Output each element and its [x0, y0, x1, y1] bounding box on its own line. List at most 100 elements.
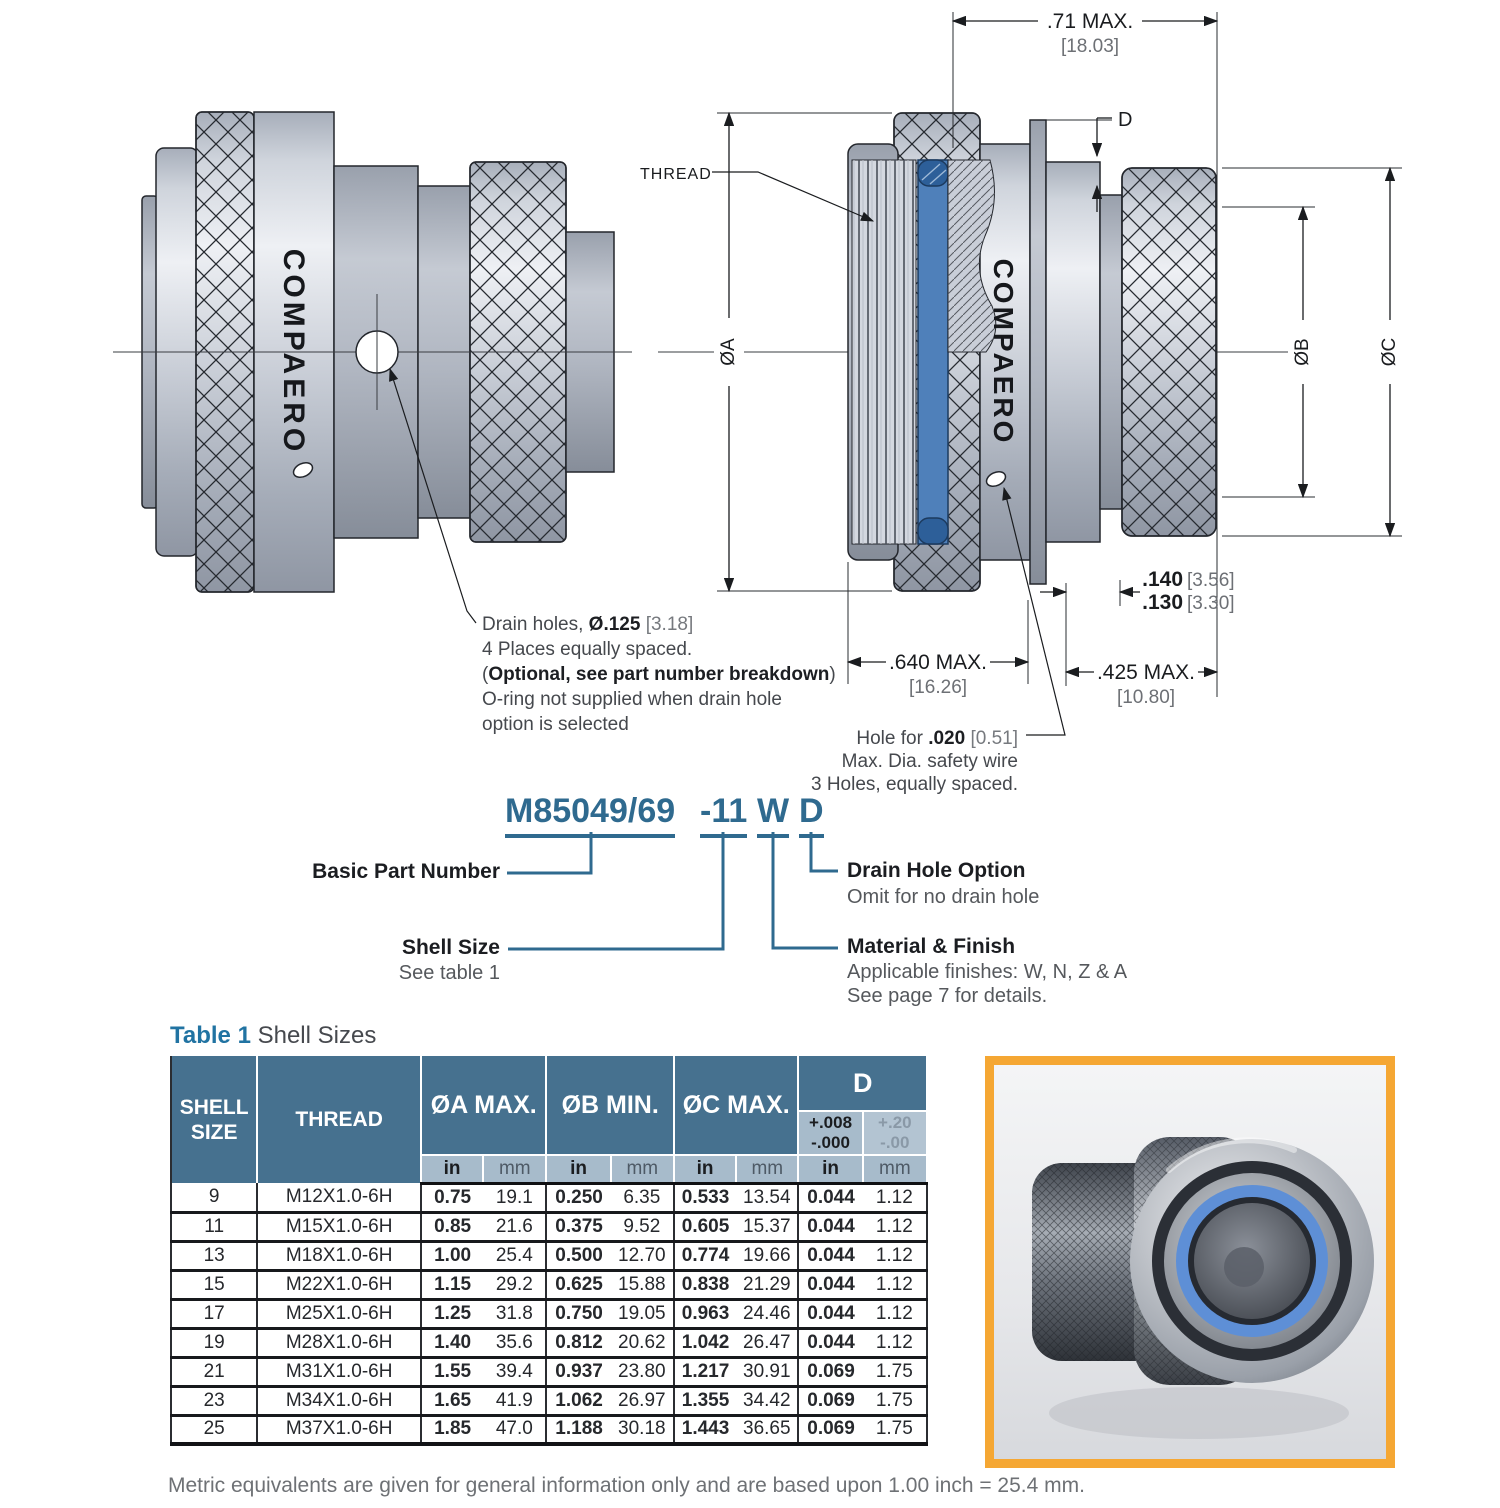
- safety-wire-note: Hole for .020 [0.51] Max. Dia. safety wi…: [718, 727, 1018, 796]
- cell-d-in: 0.044: [797, 1210, 863, 1241]
- drain-note-line2: 4 Places equally spaced.: [482, 639, 693, 660]
- drain-note-line3: (Optional, see part number breakdown): [482, 662, 842, 687]
- drain-option-label: Drain Hole Option: [847, 859, 1026, 882]
- col-header-d: D: [798, 1056, 928, 1111]
- cell-b-in: 1.188: [545, 1413, 611, 1444]
- cell-shell: 25: [171, 1413, 258, 1444]
- basic-part-number-label: Basic Part Number: [312, 860, 500, 883]
- unit-header-mm: mm: [483, 1154, 548, 1185]
- cell-c-mm: 13.54: [736, 1183, 799, 1212]
- cell-c-mm: 19.66: [736, 1239, 799, 1270]
- thread-label: THREAD: [640, 166, 712, 183]
- cell-a-mm: 39.4: [483, 1355, 547, 1386]
- dim-front-mm: [16.26]: [909, 677, 967, 698]
- breakdown-lines: [507, 832, 838, 951]
- cell-a-in: 1.00: [419, 1239, 484, 1270]
- tol-in-plus: +.008: [809, 1113, 853, 1132]
- cell-d-in: 0.044: [797, 1297, 863, 1328]
- drain-note-line1: Drain holes, Ø.125 [3.18]: [482, 612, 842, 637]
- cell-a-mm: 25.4: [483, 1239, 547, 1270]
- cell-c-mm: 30.91: [736, 1355, 799, 1386]
- d-label: D: [1118, 109, 1132, 131]
- cell-c-mm: 15.37: [736, 1210, 799, 1241]
- safety-wire-hole: [985, 470, 1007, 488]
- cell-c-in: 0.774: [672, 1239, 737, 1270]
- tol-mm-minus: -.00: [880, 1133, 910, 1152]
- cell-thread: M25X1.0-6H: [256, 1297, 421, 1328]
- tol-in-minus: -.000: [811, 1133, 850, 1152]
- wire-note-dia: .020: [928, 728, 966, 749]
- paren-close: ): [829, 664, 836, 685]
- cell-b-mm: 30.18: [610, 1413, 674, 1444]
- product-photo: [985, 1056, 1395, 1468]
- d-tolerance-in: +.008-.000: [798, 1110, 864, 1155]
- cell-d-in: 0.044: [797, 1268, 863, 1299]
- tol-mm-plus: +.20: [878, 1113, 912, 1132]
- shell-size-label: Shell Size: [401, 936, 500, 959]
- cell-d-mm: 1.75: [862, 1384, 927, 1415]
- cell-c-in: 0.963: [672, 1297, 737, 1328]
- material-finish-label: Material & Finish: [847, 935, 1016, 958]
- cell-shell: 15: [171, 1268, 258, 1299]
- dim-step-lo-mm: [3.30]: [1187, 593, 1235, 614]
- dia-c-label: ØC: [1379, 338, 1400, 367]
- cell-b-in: 1.062: [545, 1384, 611, 1415]
- shell-size-sub: See table 1: [398, 962, 500, 984]
- cell-a-mm: 19.1: [483, 1183, 547, 1212]
- cell-b-mm: 26.97: [610, 1384, 674, 1415]
- cell-b-in: 0.625: [545, 1268, 611, 1299]
- drain-note: Drain holes, Ø.125 [3.18] 4 Places equal…: [482, 612, 842, 737]
- material-finish-sub1: Applicable finishes: W, N, Z & A: [847, 961, 1128, 983]
- cell-a-mm: 47.0: [483, 1413, 547, 1444]
- unit-header-in: in: [546, 1154, 612, 1185]
- cell-shell: 9: [171, 1183, 258, 1212]
- drain-note-optional: Optional, see part number breakdown: [488, 664, 830, 685]
- cell-a-in: 1.25: [419, 1297, 484, 1328]
- o-ring: [1176, 1185, 1328, 1337]
- dimension-labels: .71 MAX. [18.03] ØA ØB ØC D THREAD .640 …: [640, 10, 1400, 708]
- o-ring-cap-bottom: [917, 517, 949, 545]
- cell-a-in: 0.85: [419, 1210, 484, 1241]
- cell-a-mm: 35.6: [483, 1326, 547, 1357]
- cell-a-mm: 41.9: [483, 1384, 547, 1415]
- safety-wire-leader: [1002, 486, 1066, 736]
- connector-body: [1032, 1137, 1374, 1385]
- d-tolerance-mm: +.20-.00: [862, 1110, 929, 1155]
- cell-shell: 19: [171, 1326, 258, 1357]
- part-number-drain: D: [799, 792, 824, 838]
- brand-text: COMPAERO: [988, 259, 1019, 446]
- flange: [1029, 119, 1047, 585]
- drain-note-line4: O-ring not supplied when drain hole: [482, 689, 782, 710]
- cell-c-in: 1.217: [672, 1355, 737, 1386]
- cell-thread: M12X1.0-6H: [256, 1183, 421, 1212]
- cell-thread: M31X1.0-6H: [256, 1355, 421, 1386]
- dim-rear-mm: [10.80]: [1117, 687, 1175, 708]
- cell-a-mm: 21.6: [483, 1210, 547, 1241]
- cell-a-in: 1.65: [419, 1384, 484, 1415]
- cell-thread: M15X1.0-6H: [256, 1210, 421, 1241]
- wire-note-line2: Max. Dia. safety wire: [841, 751, 1018, 772]
- cell-b-mm: 23.80: [610, 1355, 674, 1386]
- drain-leader: [389, 367, 477, 624]
- cell-c-in: 0.605: [672, 1210, 737, 1241]
- cell-a-in: 0.75: [419, 1183, 484, 1212]
- unit-header-in: in: [420, 1154, 485, 1185]
- wire-note-line3: 3 Holes, equally spaced.: [810, 774, 1018, 795]
- cell-thread: M28X1.0-6H: [256, 1326, 421, 1357]
- drain-note-mm: [3.18]: [640, 614, 694, 635]
- cell-a-mm: 31.8: [483, 1297, 547, 1328]
- rear-body: [1045, 161, 1101, 543]
- cell-shell: 23: [171, 1384, 258, 1415]
- unit-header-mm: mm: [736, 1154, 800, 1185]
- cell-shell: 13: [171, 1239, 258, 1270]
- table-title-text: Shell Sizes: [250, 1022, 377, 1049]
- cell-c-in: 0.533: [672, 1183, 737, 1212]
- cell-a-in: 1.55: [419, 1355, 484, 1386]
- table-title-number: Table 1: [170, 1022, 251, 1049]
- drain-note-dia: Ø.125: [588, 614, 641, 635]
